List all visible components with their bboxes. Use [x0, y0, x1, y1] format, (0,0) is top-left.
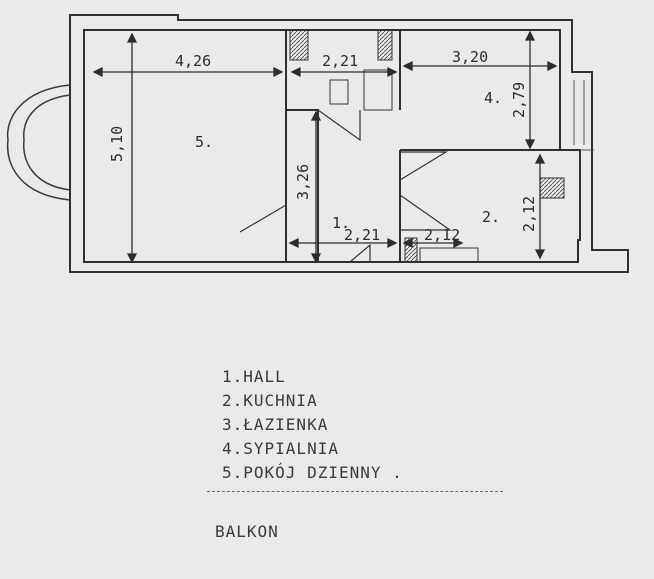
legend-item-kitchen: 2.KUCHNIA [222, 391, 318, 410]
dim-bedroom-height: 2,79 [510, 82, 528, 118]
dim-living-width: 4,26 [175, 52, 211, 70]
room-label-living: 5. [195, 133, 213, 151]
room-label-hall: 1. [332, 214, 350, 232]
bathroom-fixture [289, 29, 309, 61]
legend-item-hall: 1.HALL [222, 367, 286, 386]
legend-item-living-room: 5.POKÓJ DZIENNY . [222, 463, 403, 482]
kitchen-counter [419, 247, 479, 263]
dim-living-height: 5,10 [108, 126, 126, 162]
legend-divider [207, 491, 503, 492]
room-legend: 1.HALL 2.KUCHNIA 3.ŁAZIENKA 4.SYPIALNIA … [222, 365, 403, 485]
bathtub [329, 79, 349, 105]
bay-window [6, 84, 71, 201]
dim-kitchen-width: 2,12 [424, 226, 460, 244]
room-label-kitchen: 2. [482, 208, 500, 226]
shower [363, 69, 393, 111]
balcony-label: BALKON [215, 522, 279, 541]
dim-kitchen-height: 2,12 [520, 196, 538, 232]
legend-item-bathroom: 3.ŁAZIENKA [222, 415, 329, 434]
dim-hall-height: 3,26 [294, 164, 312, 200]
legend-item-bedroom: 4.SYPIALNIA [222, 439, 339, 458]
door-swings [239, 109, 452, 263]
dim-bedroom-width: 3,20 [452, 48, 488, 66]
dim-bath-width: 2,21 [322, 52, 358, 70]
window-marks [573, 80, 594, 151]
bathroom-fixture [377, 29, 393, 61]
room-label-bedroom: 4. [484, 89, 502, 107]
dim-hall-width: 2,21 [344, 226, 380, 244]
kitchen-fixture [539, 177, 565, 199]
dimension-lines [92, 30, 558, 264]
